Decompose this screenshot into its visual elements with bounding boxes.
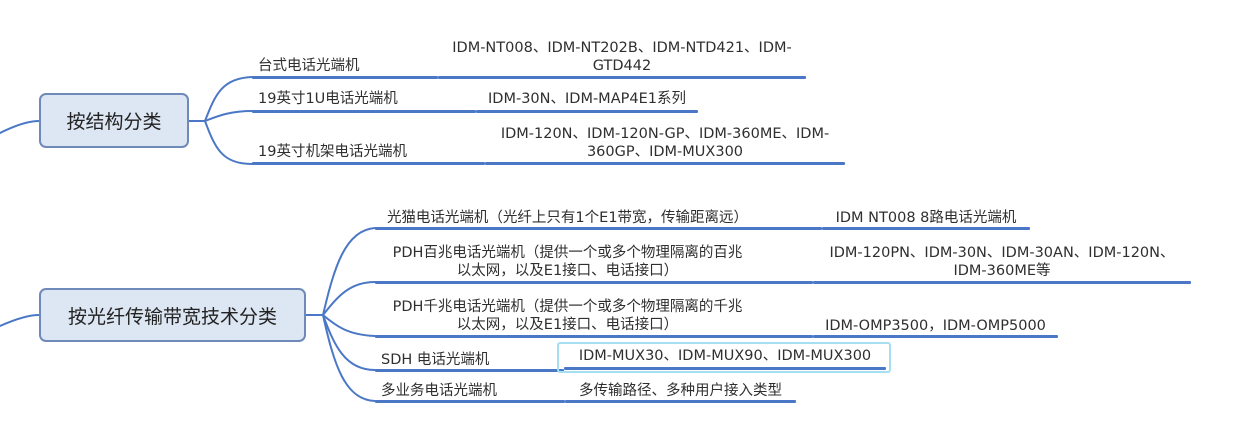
selected-node-highlight <box>557 342 891 373</box>
leaf-underline <box>564 367 886 370</box>
leaf-label-desktop[interactable]: IDM-NT008、IDM-NT202B、IDM-NTD421、IDM-GTD4… <box>452 40 792 74</box>
branch-label-sdh[interactable]: SDH 电话光端机 <box>381 352 490 368</box>
branch-underline <box>375 281 813 284</box>
leaf-underline <box>476 110 698 113</box>
branch-underline <box>252 162 485 165</box>
leaf-underline <box>813 335 1058 338</box>
group-node-fiber-bandwidth[interactable]: 按光纤传输带宽技术分类 <box>39 288 306 342</box>
leaf-label-sdh[interactable]: IDM-MUX30、IDM-MUX90、IDM-MUX300 <box>578 348 872 364</box>
branch-label-1u[interactable]: 19英寸1U电话光端机 <box>258 91 398 107</box>
leaf-underline <box>813 281 1191 284</box>
leaf-underline <box>485 162 845 165</box>
leaf-label-optical-modem[interactable]: IDM NT008 8路电话光端机 <box>835 210 1017 226</box>
leaf-underline <box>438 76 806 79</box>
leaf-label-rack[interactable]: IDM-120N、IDM-120N-GP、IDM-360ME、IDM-360GP… <box>500 126 830 160</box>
branch-label-pdh-1000m[interactable]: PDH千兆电话光端机（提供一个或多个物理隔离的千兆以太网，以及E1接口、电话接口… <box>392 299 743 333</box>
leaf-label-pdh-1000m[interactable]: IDM-OMP3500，IDM-OMP5000 <box>825 318 1046 334</box>
branch-label-desktop[interactable]: 台式电话光端机 <box>258 58 360 74</box>
leaf-underline <box>565 400 796 403</box>
branch-underline <box>252 110 476 113</box>
leaf-label-multiservice[interactable]: 多传输路径、多种用户接入类型 <box>579 383 782 399</box>
branch-label-rack[interactable]: 19英寸机架电话光端机 <box>258 144 407 160</box>
branch-label-pdh-100m[interactable]: PDH百兆电话光端机（提供一个或多个物理隔离的百兆以太网，以及E1接口、电话接口… <box>392 245 743 279</box>
branch-underline <box>375 400 565 403</box>
branch-underline <box>375 369 564 372</box>
leaf-underline <box>822 227 1030 230</box>
group-node-structure[interactable]: 按结构分类 <box>39 93 189 148</box>
leaf-label-1u[interactable]: IDM-30N、IDM-MAP4E1系列 <box>488 91 686 107</box>
branch-underline <box>375 335 813 338</box>
leaf-label-pdh-100m[interactable]: IDM-120PN、IDM-30N、IDM-30AN、IDM-120N、IDM-… <box>829 245 1175 279</box>
branch-underline <box>375 227 822 230</box>
branch-underline <box>252 76 438 79</box>
branch-label-optical-modem[interactable]: 光猫电话光端机（光纤上只有1个E1带宽，传输距离远） <box>386 210 749 226</box>
branch-label-multiservice[interactable]: 多业务电话光端机 <box>381 383 497 399</box>
